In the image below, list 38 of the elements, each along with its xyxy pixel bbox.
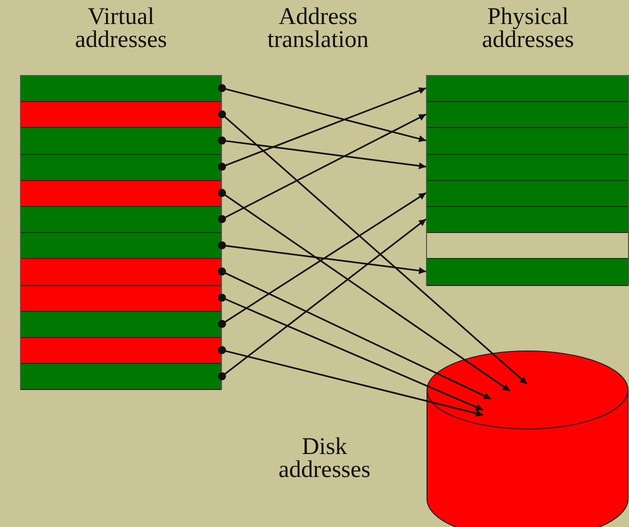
arrow <box>218 346 484 417</box>
page-entry <box>427 76 628 102</box>
page-entry <box>427 128 628 155</box>
arrow <box>218 84 426 142</box>
page-entry <box>21 76 221 102</box>
heading: Virtual addresses <box>74 6 168 52</box>
page-table <box>20 75 222 390</box>
arrow <box>218 188 510 392</box>
page-entry <box>21 338 221 364</box>
disk-cylinder <box>426 350 629 527</box>
heading: Address translation <box>266 6 370 52</box>
page-entry <box>21 364 221 390</box>
page-entry <box>21 259 221 286</box>
page-entry <box>21 102 221 128</box>
arrow <box>218 218 426 380</box>
arrow <box>218 114 426 224</box>
page-entry <box>427 259 628 286</box>
arrow <box>218 110 528 385</box>
page-entry <box>21 286 221 312</box>
page-entry <box>427 154 628 181</box>
page-entry <box>427 180 628 207</box>
arrow <box>218 294 484 411</box>
heading: Physical addresses <box>481 6 575 52</box>
arrow <box>218 192 426 328</box>
page-entry <box>21 312 221 338</box>
arrow <box>218 268 492 400</box>
arrow <box>218 136 426 170</box>
arrow <box>218 241 426 274</box>
page-entry <box>21 128 221 155</box>
page-entry <box>21 233 221 260</box>
page-entry <box>21 154 221 181</box>
page-entry <box>21 207 221 234</box>
page-entry <box>427 102 628 128</box>
page-entry <box>21 180 221 207</box>
page-entry <box>427 207 628 234</box>
arrow <box>218 87 426 171</box>
page-table <box>426 75 629 286</box>
heading: Disk addresses <box>278 436 372 482</box>
